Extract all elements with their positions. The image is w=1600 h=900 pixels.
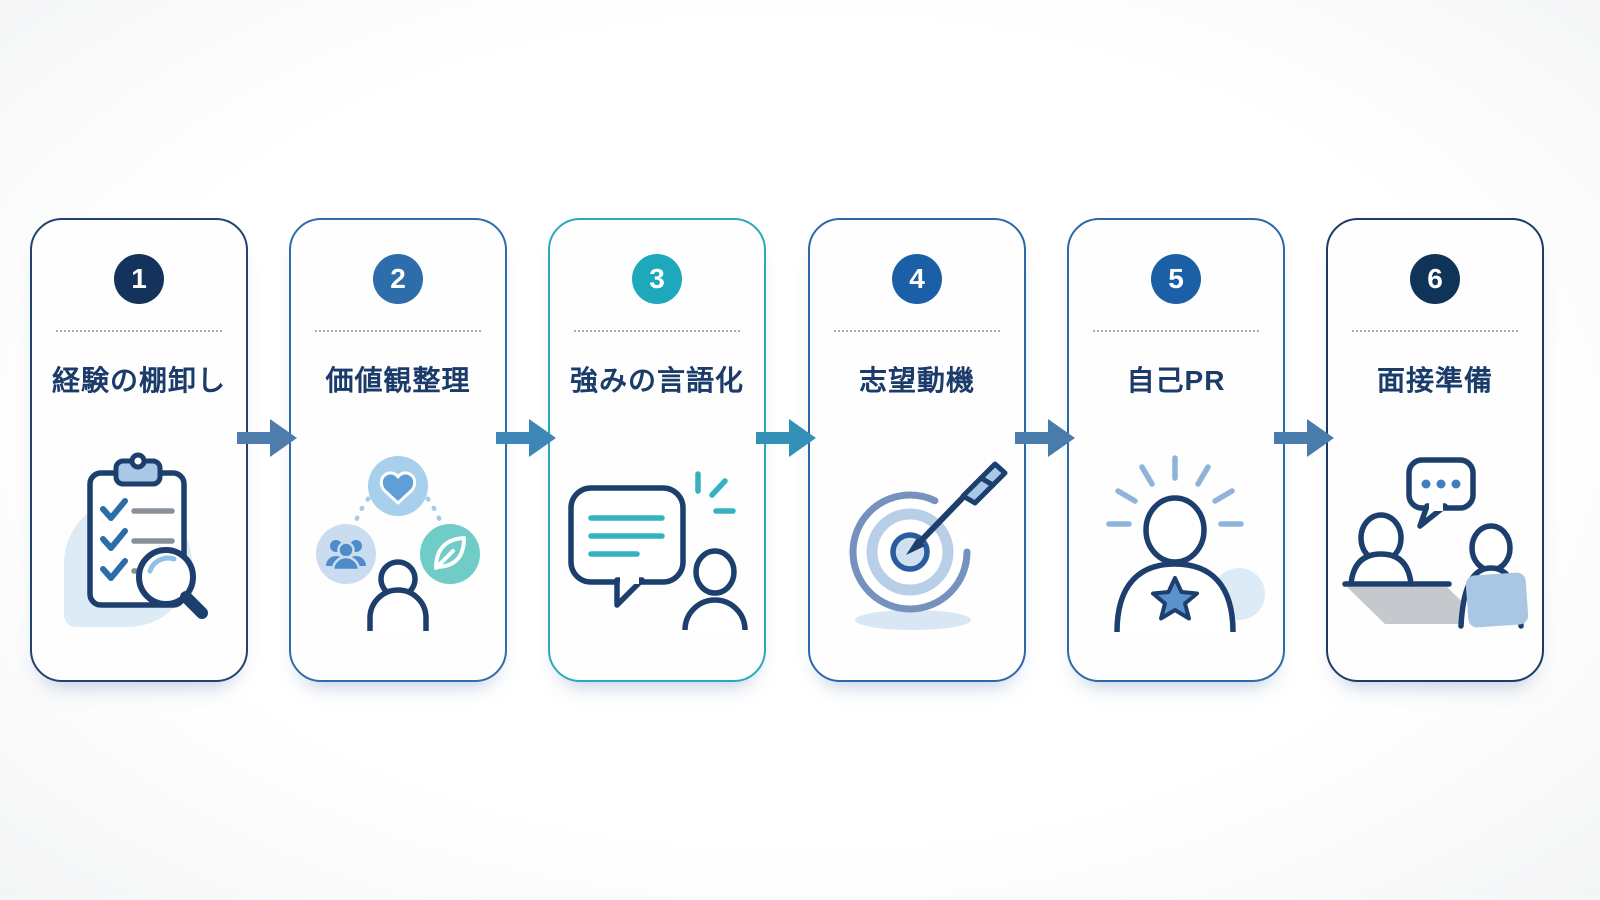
step-title: 志望動機 (858, 365, 975, 396)
person-star-rays-icon (1069, 416, 1283, 668)
clipboard-checklist-magnifier-icon (32, 416, 246, 668)
step-card-3: 3 強みの言語化 (548, 218, 766, 682)
speech-bubble-person-icon (550, 416, 764, 668)
dotted-divider (56, 330, 222, 332)
step-number-badge: 1 (114, 254, 164, 304)
step-card-2: 2 価値観整理 (289, 218, 507, 682)
dotted-divider (315, 330, 481, 332)
step-card-5: 5 自己PR (1067, 218, 1285, 682)
flow-arrow-icon (1015, 415, 1077, 461)
interview-chat-icon (1328, 416, 1542, 668)
step-number-badge: 6 (1410, 254, 1460, 304)
step-card-6: 6 面接準備 (1326, 218, 1544, 682)
step-title: 強みの言語化 (569, 365, 744, 396)
step-card-1: 1 経験の棚卸し (30, 218, 248, 682)
step-number: 5 (1168, 263, 1184, 294)
step-number-badge: 4 (892, 254, 942, 304)
step-number: 2 (390, 263, 406, 294)
step-number-badge: 2 (373, 254, 423, 304)
step-title: 自己PR (1126, 365, 1226, 396)
target-arrow-icon (810, 416, 1024, 668)
step-number-badge: 3 (632, 254, 682, 304)
dotted-divider (834, 330, 1000, 332)
step-number: 4 (909, 263, 925, 294)
flow-arrow-icon (496, 415, 558, 461)
flow-arrow-icon (237, 415, 299, 461)
flow-arrow-icon (1274, 415, 1336, 461)
flow-arrow-icon (756, 415, 818, 461)
dotted-divider (574, 330, 740, 332)
step-title: 経験の棚卸し (51, 365, 226, 396)
heart-people-leaf-person-icon (291, 416, 505, 668)
step-title: 面接準備 (1376, 365, 1493, 396)
step-title: 価値観整理 (325, 365, 471, 396)
dotted-divider (1093, 330, 1259, 332)
step-card-4: 4 志望動機 (808, 218, 1026, 682)
step-number-badge: 5 (1151, 254, 1201, 304)
step-number: 1 (131, 263, 147, 294)
step-number: 6 (1427, 263, 1443, 294)
dotted-divider (1352, 330, 1518, 332)
step-number: 3 (649, 263, 665, 294)
